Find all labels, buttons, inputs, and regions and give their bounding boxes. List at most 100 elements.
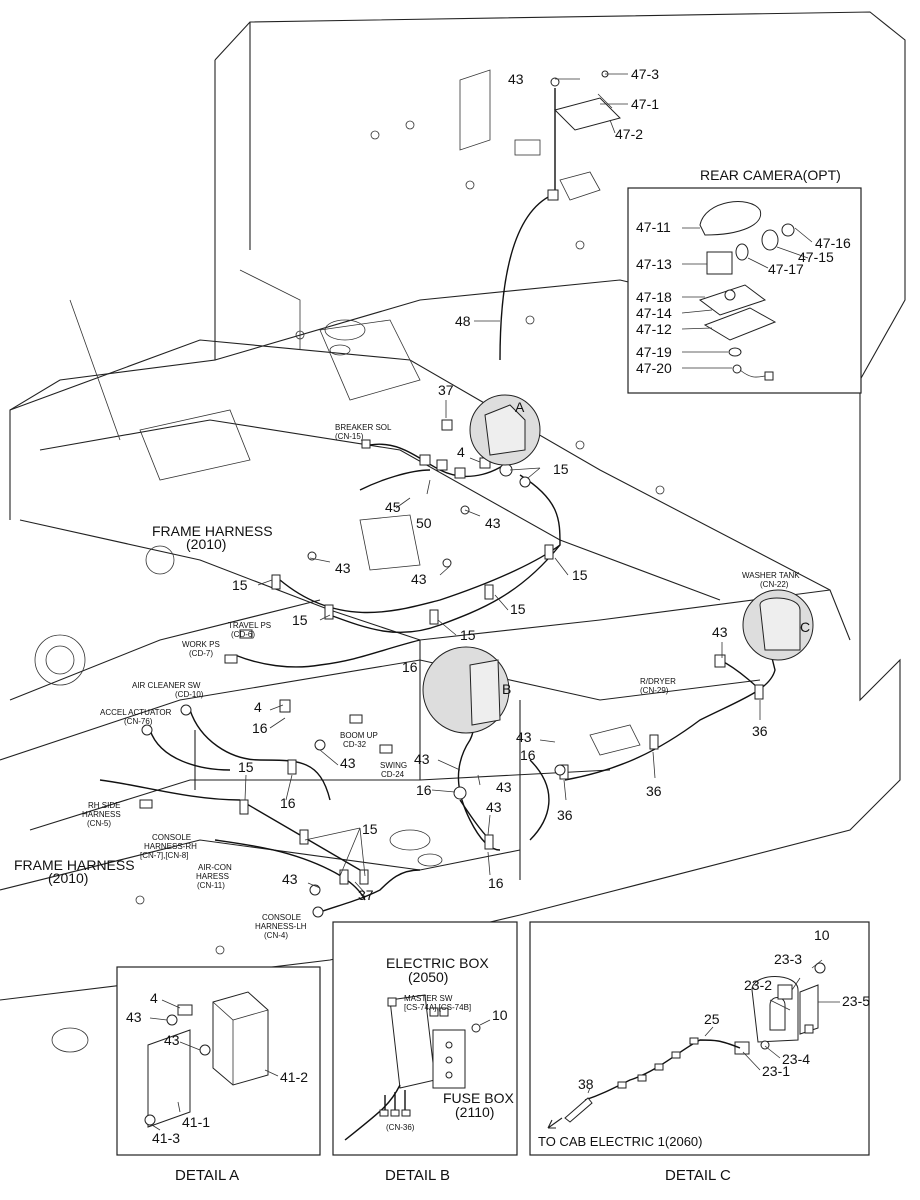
r-dryer-code: (CN-29): [640, 686, 669, 695]
leader-lines: [244, 73, 761, 894]
travel-ps-code: (CD-6): [231, 630, 255, 639]
electric-box-label: ELECTRIC BOX: [386, 955, 489, 971]
frame-harness-label-2: FRAME HARNESS: [14, 857, 135, 873]
callout-48: 48: [455, 313, 471, 329]
part-47-13: 47-13: [636, 256, 672, 272]
callout-43: 43: [485, 515, 501, 531]
callout-15: 15: [238, 759, 254, 775]
callout-43: 43: [516, 729, 532, 745]
swing-code: CD-24: [381, 770, 405, 779]
callout-16: 16: [280, 795, 296, 811]
r-dryer-label: R/DRYER: [640, 677, 676, 686]
detail-b-part-10: 10: [492, 1007, 508, 1023]
callout-15: 15: [460, 627, 476, 643]
callout-4: 4: [254, 699, 262, 715]
callout-36: 36: [752, 723, 768, 739]
harness-labels: FRAME HARNESS (2010) FRAME HARNESS (2010…: [14, 423, 800, 940]
detail-c-part-25: 25: [704, 1011, 720, 1027]
bubble-c-letter: C: [800, 619, 810, 635]
callout-15: 15: [362, 821, 378, 837]
electric-box-code: (2050): [408, 969, 448, 985]
callouts: 43 47-3 47-1 47-2 48 37 4 15 45 50 43 43…: [232, 66, 768, 903]
air-con-code: (CN-11): [197, 881, 225, 890]
detail-a-panel: [116, 966, 321, 1156]
detail-a-part-4: 4: [150, 990, 158, 1006]
bubble-a-letter: A: [515, 399, 525, 415]
detail-b-panel: [332, 921, 518, 1156]
frame-harness-label: FRAME HARNESS: [152, 523, 273, 539]
swing-label: SWING: [380, 761, 407, 770]
detail-c-part-23-1: 23-1: [762, 1063, 790, 1079]
washer-tank-code: (CN-22): [760, 580, 789, 589]
callout-15: 15: [292, 612, 308, 628]
detail-a-labels: 4 43 43 41-2 41-1 41-3 DETAIL A: [126, 990, 308, 1184]
callout-47-3: 47-3: [631, 66, 659, 82]
rh-side-label: RH SIDE: [88, 801, 120, 810]
detail-c-part-23-3: 23-3: [774, 951, 802, 967]
work-ps-code: (CD-7): [189, 649, 213, 658]
callout-43: 43: [335, 560, 351, 576]
detail-a-part-43: 43: [126, 1009, 142, 1025]
callout-16: 16: [520, 747, 536, 763]
rear-camera-panel: [627, 187, 862, 394]
console-lh-label-2: HARNESS-LH: [255, 922, 307, 931]
part-47-15: 47-15: [798, 249, 834, 265]
rear-camera-labels: REAR CAMERA(OPT) 47-11 47-16 47-15 47-13…: [636, 167, 851, 376]
part-47-17: 47-17: [768, 261, 804, 277]
plate-47-1: [554, 93, 621, 131]
bubble-c: [742, 589, 814, 661]
callout-15: 15: [572, 567, 588, 583]
console-lh-code: (CN-4): [264, 931, 288, 940]
bubble-b-letter: B: [502, 681, 511, 697]
console-lh-label: CONSOLE: [262, 913, 301, 922]
fuse-box-code: (2110): [455, 1104, 494, 1120]
detail-c-part-38: 38: [578, 1076, 594, 1092]
detail-b-labels: ELECTRIC BOX (2050) MASTER SW [CS-74A],[…: [385, 955, 514, 1184]
detail-c-panel: [529, 921, 870, 1156]
console-rh-label: CONSOLE: [152, 833, 191, 842]
rh-side-code: (CN-5): [87, 819, 111, 828]
accel-actuator-code: (CN-76): [124, 717, 153, 726]
callout-37: 37: [438, 382, 454, 398]
callout-15: 15: [232, 577, 248, 593]
air-cleaner-code: (CD-10): [175, 690, 204, 699]
bubble-b: [422, 646, 510, 734]
console-rh-code: [CN-7],[CN-8]: [140, 851, 188, 860]
callout-47-1: 47-1: [631, 96, 659, 112]
rh-side-label-2: HARNESS: [82, 810, 121, 819]
cn-36-label: (CN-36): [386, 1123, 415, 1132]
callout-16: 16: [488, 875, 504, 891]
detail-a-part-41-1: 41-1: [182, 1114, 210, 1130]
callout-15: 15: [510, 601, 526, 617]
detail-b-caption: DETAIL B: [385, 1167, 450, 1184]
callout-4: 4: [457, 444, 465, 460]
callout-16: 16: [416, 782, 432, 798]
air-cleaner-label: AIR CLEANER SW: [132, 681, 201, 690]
air-con-label-2: HARESS: [196, 872, 229, 881]
part-47-18: 47-18: [636, 289, 672, 305]
detail-c-labels: 10 23-3 23-2 23-5 25 23-4 23-1 38 TO CAB…: [538, 927, 870, 1184]
callout-43: 43: [496, 779, 512, 795]
detail-c-part-23-4: 23-4: [782, 1051, 810, 1067]
accel-actuator-label: ACCEL ACTUATOR: [100, 708, 172, 717]
part-47-16: 47-16: [815, 235, 851, 251]
part-47-20: 47-20: [636, 360, 672, 376]
detail-a-part-41-2: 41-2: [280, 1069, 308, 1085]
boom-up-code: CD-32: [343, 740, 367, 749]
clamps: [139, 70, 764, 918]
detail-a-caption: DETAIL A: [175, 1167, 239, 1184]
detail-c-part-10: 10: [814, 927, 830, 943]
callout-43: 43: [340, 755, 356, 771]
part-47-14: 47-14: [636, 305, 672, 321]
breaker-sol-label: BREAKER SOL: [335, 423, 392, 432]
boom-up-label: BOOM UP: [340, 731, 378, 740]
detail-c-part-23-2: 23-2: [744, 977, 772, 993]
air-con-label: AIR-CON: [198, 863, 232, 872]
frame-harness-code-2: (2010): [48, 870, 88, 886]
part-47-12: 47-12: [636, 321, 672, 337]
callout-50: 50: [416, 515, 432, 531]
travel-ps-label: TRAVEL PS: [228, 621, 271, 630]
callout-47-2: 47-2: [615, 126, 643, 142]
work-ps-label: WORK PS: [182, 640, 220, 649]
callout-16: 16: [252, 720, 268, 736]
